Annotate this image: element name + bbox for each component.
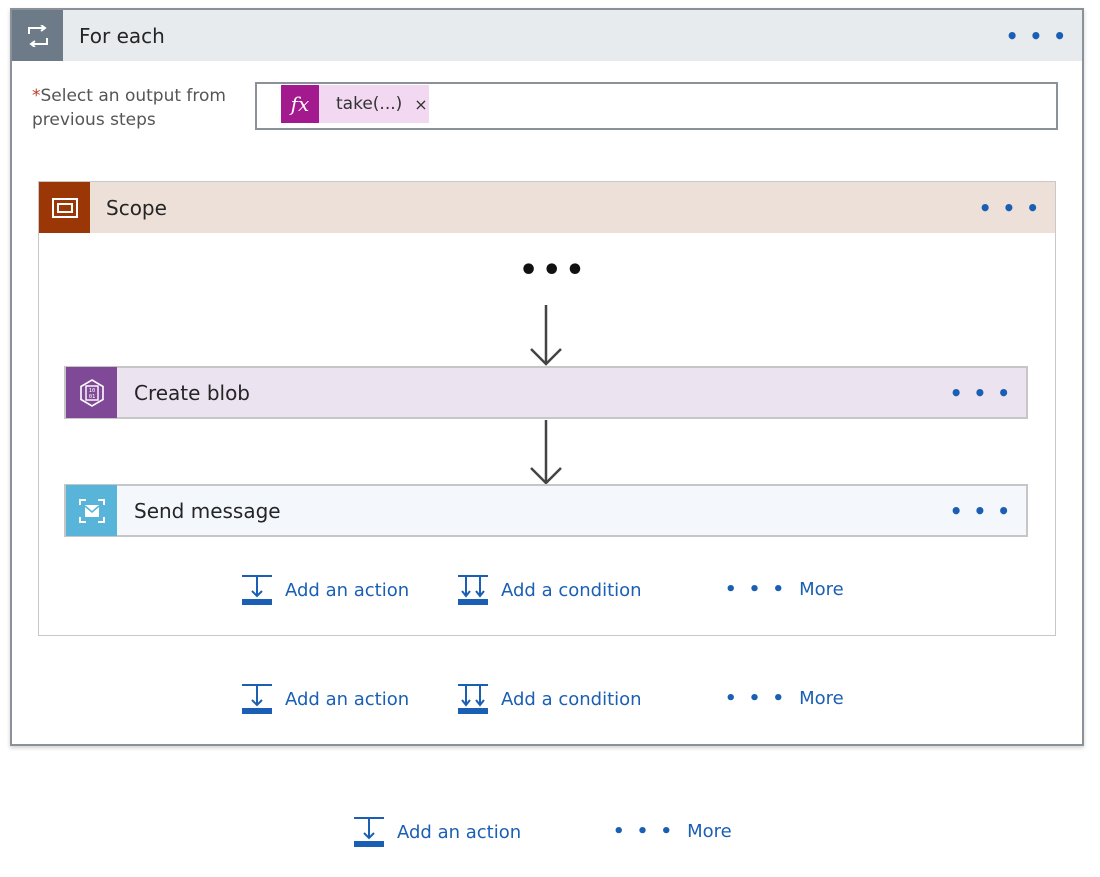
loop-icon <box>12 10 63 61</box>
remove-token-button[interactable]: × <box>414 94 428 114</box>
send-message-title: Send message <box>134 498 281 523</box>
select-output-label-text: Select an output from previous steps <box>32 86 226 130</box>
foreach-header[interactable]: For each • • • <box>12 10 1082 61</box>
more-icon: • • • <box>725 688 788 709</box>
foreach-menu-button[interactable]: • • • <box>1005 23 1068 48</box>
svg-text:01: 01 <box>88 394 95 400</box>
scope-icon <box>39 182 90 233</box>
arrow-down-icon <box>530 305 562 366</box>
fx-icon: fx <box>281 85 319 123</box>
add-condition-label: Add a condition <box>501 688 642 710</box>
more-label: More <box>687 821 732 842</box>
scope-more-button[interactable]: • • • More <box>725 579 844 600</box>
foreach-title: For each <box>79 23 165 48</box>
add-action-icon <box>354 817 384 847</box>
root-more-button[interactable]: • • • More <box>613 821 732 842</box>
select-output-input[interactable]: fx take(...) × <box>255 82 1058 130</box>
add-action-label: Add an action <box>285 579 410 601</box>
scope-card: Scope • • • ••• 10 01 Create blob • • • <box>38 181 1056 636</box>
add-condition-icon <box>458 575 488 605</box>
create-blob-title: Create blob <box>134 380 250 405</box>
send-message-menu-button[interactable]: • • • <box>949 498 1012 523</box>
scope-menu-button[interactable]: • • • <box>978 195 1041 220</box>
more-label: More <box>799 688 844 709</box>
more-icon: • • • <box>725 579 788 600</box>
service-bus-icon <box>66 485 117 536</box>
more-icon: • • • <box>613 821 676 842</box>
foreach-add-action-button[interactable]: Add an action <box>241 683 409 715</box>
create-blob-step[interactable]: 10 01 Create blob • • • <box>64 366 1028 419</box>
foreach-more-button[interactable]: • • • More <box>725 688 844 709</box>
root-add-action-button[interactable]: Add an action <box>353 816 521 848</box>
required-marker: * <box>32 86 41 106</box>
arrow-down-icon <box>530 420 562 485</box>
create-blob-menu-button[interactable]: • • • <box>949 380 1012 405</box>
add-action-label: Add an action <box>285 688 410 710</box>
add-condition-label: Add a condition <box>501 579 642 601</box>
scope-title: Scope <box>106 195 167 220</box>
select-output-label: *Select an output from previous steps <box>32 84 242 132</box>
scope-header[interactable]: Scope • • • <box>39 182 1055 233</box>
expression-token-label: take(...) <box>336 94 403 114</box>
add-action-icon <box>242 575 272 605</box>
scope-add-condition-button[interactable]: Add a condition <box>457 574 642 606</box>
scope-add-action-button[interactable]: Add an action <box>241 574 409 606</box>
foreach-add-condition-button[interactable]: Add a condition <box>457 683 642 715</box>
add-action-label: Add an action <box>397 821 522 843</box>
add-condition-icon <box>458 684 488 714</box>
more-label: More <box>799 579 844 600</box>
collapsed-steps-indicator[interactable]: ••• <box>519 253 589 288</box>
foreach-card: For each • • • *Select an output from pr… <box>10 8 1084 746</box>
expression-token[interactable]: fx take(...) × <box>281 85 429 123</box>
add-action-icon <box>242 684 272 714</box>
send-message-step[interactable]: Send message • • • <box>64 484 1028 537</box>
svg-text:10: 10 <box>88 388 95 394</box>
blob-storage-icon: 10 01 <box>66 367 117 418</box>
